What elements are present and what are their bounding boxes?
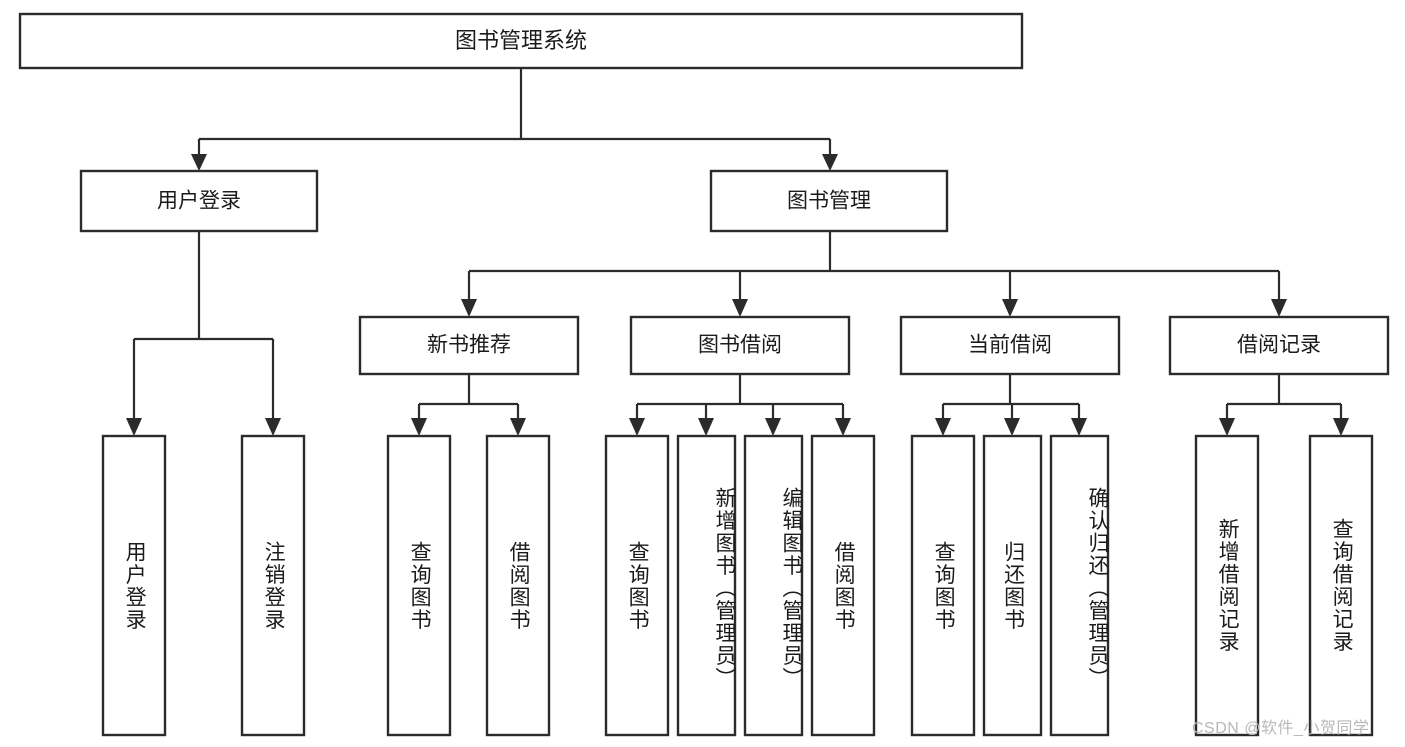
- leaf-br-query-box[interactable]: [1308, 434, 1374, 737]
- arrowhead-leaf-cb-return: [1004, 418, 1020, 436]
- node-borrow-record-box[interactable]: [1168, 315, 1390, 376]
- leaf-br-add-box[interactable]: [1194, 434, 1260, 737]
- arrowhead-leaf-user-logout: [265, 418, 281, 436]
- leaf-nbr-query-box[interactable]: [386, 434, 452, 737]
- node-root[interactable]: 图书管理系统: [18, 12, 1024, 70]
- node-root-box[interactable]: [18, 12, 1024, 70]
- node-borrow-record[interactable]: 借阅记录: [1168, 315, 1390, 376]
- node-book-borrow-box[interactable]: [629, 315, 851, 376]
- node-book-borrow[interactable]: 图书借阅: [629, 315, 851, 376]
- node-root-label: 图书管理系统: [455, 28, 587, 53]
- leaf-cb-query-box[interactable]: [910, 434, 976, 737]
- node-current-borrow-label: 当前借阅: [968, 334, 1052, 357]
- node-user-login-label: 用户登录: [157, 190, 241, 213]
- node-new-book-rec-label: 新书推荐: [427, 334, 511, 357]
- arrowhead-leaf-cb-confirm: [1071, 418, 1087, 436]
- leaf-user-login-box[interactable]: [101, 434, 167, 737]
- leaf-nbr-borrow-box[interactable]: [485, 434, 551, 737]
- watermark: CSDN @软件_小贺同学: [1192, 720, 1370, 737]
- leaf-bb-query-box[interactable]: [604, 434, 670, 737]
- leaf-bb-borrow-box[interactable]: [810, 434, 876, 737]
- connector-layer: [126, 68, 1349, 436]
- node-borrow-record-label: 借阅记录: [1237, 334, 1321, 357]
- arrowhead-leaf-nbr-query: [411, 418, 427, 436]
- leaf-box-layer: [101, 434, 1374, 737]
- node-book-borrow-label: 图书借阅: [698, 334, 782, 357]
- arrowhead-leaf-bb-borrow: [835, 418, 851, 436]
- node-current-borrow[interactable]: 当前借阅: [899, 315, 1121, 376]
- node-user-login-box[interactable]: [79, 169, 319, 233]
- arrowhead-new-book-rec: [461, 299, 477, 317]
- node-book-manage[interactable]: 图书管理: [709, 169, 949, 233]
- arrowhead-leaf-cb-query: [935, 418, 951, 436]
- arrowhead-leaf-user-login: [126, 418, 142, 436]
- node-book-manage-box[interactable]: [709, 169, 949, 233]
- arrowhead-user-login: [191, 154, 207, 171]
- leaf-bb-add-box[interactable]: [676, 434, 737, 737]
- leaf-cb-confirm-box[interactable]: [1049, 434, 1110, 737]
- arrowhead-book-borrow: [732, 299, 748, 317]
- arrowhead-leaf-bb-edit: [765, 418, 781, 436]
- arrowhead-leaf-bb-add: [698, 418, 714, 436]
- leaf-cb-return-box[interactable]: [982, 434, 1043, 737]
- node-current-borrow-box[interactable]: [899, 315, 1121, 376]
- arrowhead-current-borrow: [1002, 299, 1018, 317]
- arrowhead-leaf-br-add: [1219, 418, 1235, 436]
- arrowhead-leaf-nbr-borrow: [510, 418, 526, 436]
- node-new-book-rec[interactable]: 新书推荐: [358, 315, 580, 376]
- leaf-bb-edit-box[interactable]: [743, 434, 804, 737]
- arrowhead-borrow-record: [1271, 299, 1287, 317]
- node-book-manage-label: 图书管理: [787, 190, 871, 213]
- leaf-user-logout-box[interactable]: [240, 434, 306, 737]
- arrowhead-book-manage: [822, 154, 838, 171]
- arrowhead-leaf-bb-query: [629, 418, 645, 436]
- node-new-book-rec-box[interactable]: [358, 315, 580, 376]
- node-user-login[interactable]: 用户登录: [79, 169, 319, 233]
- arrowhead-leaf-br-query: [1333, 418, 1349, 436]
